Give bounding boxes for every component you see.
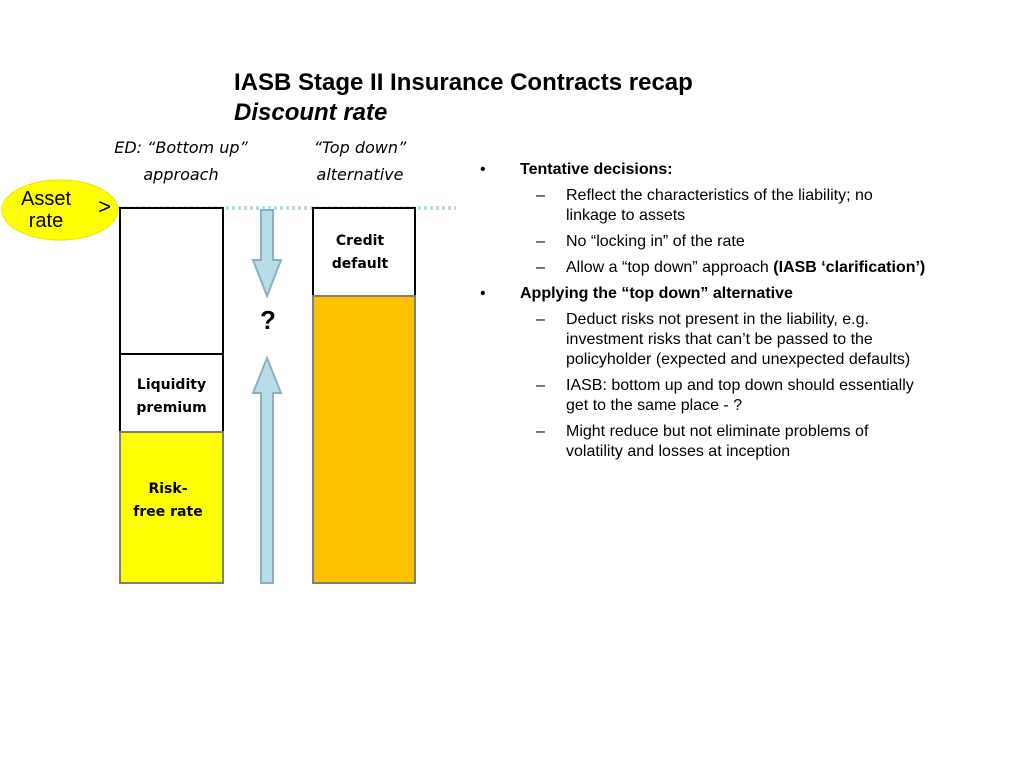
up-arrow bbox=[251, 355, 283, 584]
bottom-up-spread-box bbox=[119, 207, 224, 355]
sub-bullet-line: Allow a “top down” approach bbox=[566, 259, 774, 276]
down-arrow bbox=[251, 209, 283, 299]
top-down-header-line1: “Top down” bbox=[313, 138, 407, 157]
bullet-list: • Tentative decisions: – Reflect the cha… bbox=[480, 160, 1020, 468]
dash: – bbox=[536, 311, 545, 328]
risk-free-rate-label: Risk- free rate bbox=[113, 478, 223, 524]
asset-rate-label-line1: Asset bbox=[20, 188, 72, 210]
liquidity-premium-box bbox=[119, 353, 224, 433]
top-down-header-line2: alternative bbox=[316, 165, 404, 184]
bottom-up-header-line2: approach bbox=[143, 165, 219, 184]
credit-default-label: Credit default bbox=[309, 230, 411, 276]
sub-bullet: – No “locking in” of the rate bbox=[480, 232, 1020, 252]
dash: – bbox=[536, 187, 545, 204]
risk-free-rate-label-line1: Risk- bbox=[148, 481, 188, 497]
sub-bullet-line: investment risks that can’t be passed to… bbox=[566, 331, 873, 348]
sub-bullet-line: get to the same place - ? bbox=[566, 397, 743, 414]
risk-free-rate-label-line2: free rate bbox=[133, 504, 203, 520]
greater-than-sign: > bbox=[98, 194, 111, 219]
bottom-up-header-line1: ED: “Bottom up” bbox=[114, 138, 248, 157]
dash: – bbox=[536, 423, 545, 440]
sub-bullet-line: Reflect the characteristics of the liabi… bbox=[566, 187, 873, 204]
dash: – bbox=[536, 259, 545, 276]
asset-rate-badge-shape bbox=[1, 179, 119, 241]
sub-bullet-line: volatility and losses at inception bbox=[566, 443, 791, 460]
sub-bullet-line: Deduct risks not present in the liabilit… bbox=[566, 311, 869, 328]
sub-bullet: – Might reduce but not eliminate problem… bbox=[480, 422, 1020, 462]
bullet-text: Applying the “top down” alternative bbox=[520, 285, 793, 302]
sub-bullet-line: IASB: bottom up and top down should esse… bbox=[566, 377, 914, 394]
liquidity-premium-label-line1: Liquidity bbox=[136, 377, 207, 393]
asset-rate-label: Asset rate bbox=[21, 188, 71, 232]
asset-rate-label-line2: rate bbox=[28, 210, 64, 232]
title-main: IASB Stage II Insurance Contracts recap bbox=[234, 69, 693, 96]
top-down-rate-box bbox=[312, 295, 416, 584]
sub-bullet-line: linkage to assets bbox=[566, 207, 686, 224]
credit-default-label-line1: Credit bbox=[335, 233, 385, 249]
sub-bullet: – Reflect the characteristics of the lia… bbox=[480, 186, 1020, 226]
sub-bullet-line: Might reduce but not eliminate problems … bbox=[566, 423, 869, 440]
sub-bullet-bold: (IASB ‘clarification’) bbox=[773, 259, 926, 276]
bullet-dot: • bbox=[480, 161, 486, 178]
credit-default-box bbox=[312, 207, 416, 297]
top-down-header: “Top down” alternative bbox=[280, 134, 440, 188]
bullet-applying-top-down: • Applying the “top down” alternative bbox=[480, 284, 1020, 304]
risk-free-rate-box bbox=[119, 431, 224, 584]
liquidity-premium-label: Liquidity premium bbox=[120, 374, 223, 420]
dash: – bbox=[536, 377, 545, 394]
asset-rate-badge: Asset rate > bbox=[1, 180, 119, 240]
bullet-dot: • bbox=[480, 285, 486, 302]
sub-bullet-line: No “locking in” of the rate bbox=[566, 233, 745, 250]
title-sub: Discount rate bbox=[234, 99, 388, 126]
question-mark: ? bbox=[260, 305, 276, 335]
bottom-up-header: ED: “Bottom up” approach bbox=[96, 134, 266, 188]
bullet-tentative-decisions: • Tentative decisions: bbox=[480, 160, 1020, 180]
sub-bullet-line: policyholder (expected and unexpected de… bbox=[566, 351, 911, 368]
sub-bullet: – Allow a “top down” approach (IASB ‘cla… bbox=[480, 258, 1020, 278]
slide-title: IASB Stage II Insurance Contracts recap … bbox=[234, 68, 693, 128]
bullet-text: Tentative decisions: bbox=[520, 161, 673, 178]
sub-bullet: – Deduct risks not present in the liabil… bbox=[480, 310, 1020, 370]
liquidity-premium-label-line2: premium bbox=[136, 400, 207, 416]
dash: – bbox=[536, 233, 545, 250]
credit-default-label-line2: default bbox=[331, 256, 389, 272]
sub-bullet: – IASB: bottom up and top down should es… bbox=[480, 376, 1020, 416]
